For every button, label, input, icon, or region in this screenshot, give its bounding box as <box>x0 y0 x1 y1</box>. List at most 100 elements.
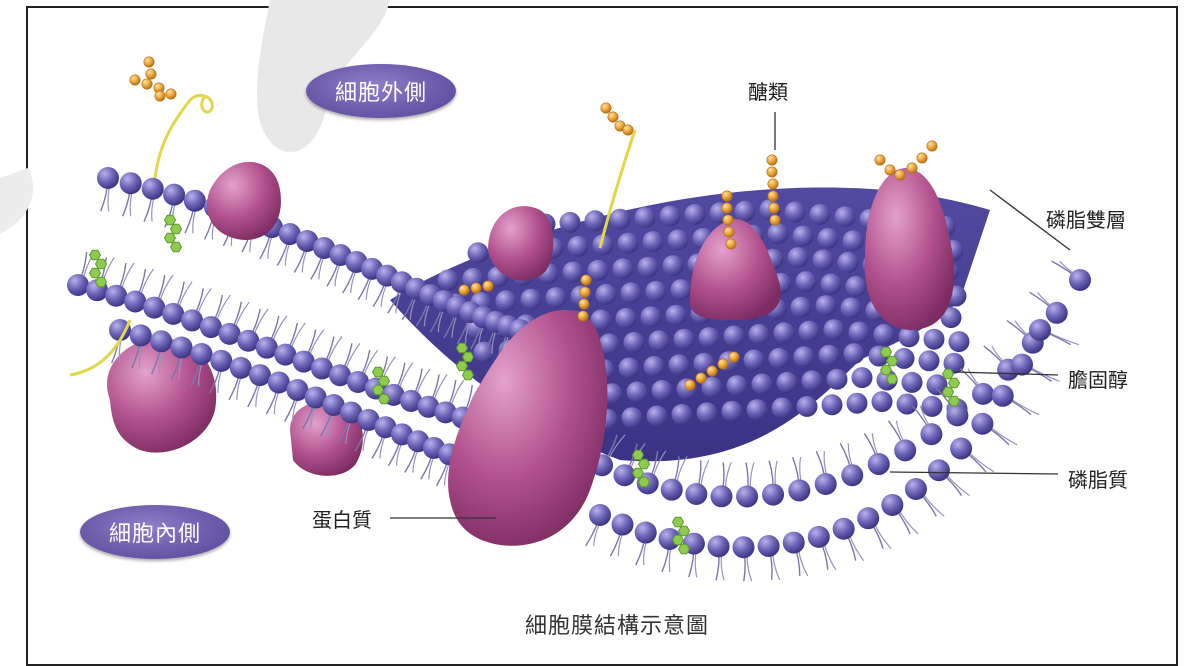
surface-head <box>649 330 670 351</box>
phospholipid-head <box>881 494 903 516</box>
phospholipid-head <box>992 385 1014 407</box>
cholesterol-ring <box>171 224 182 234</box>
surface-head <box>768 223 789 244</box>
sugar-bead <box>768 179 778 189</box>
cholesterol-ring <box>949 396 960 406</box>
surface-head <box>663 255 684 276</box>
surface-head <box>613 258 634 279</box>
cholesterol-ring <box>165 233 176 243</box>
sugar-bead <box>722 191 732 201</box>
phospholipid-head <box>97 167 119 189</box>
surface-head <box>824 319 845 340</box>
cholesterol-ring <box>457 343 468 353</box>
surface-head <box>627 382 648 403</box>
cholesterol-ring <box>673 517 684 527</box>
phospholipid-head <box>249 364 271 386</box>
surface-head <box>802 370 823 391</box>
surface-head <box>874 324 895 345</box>
phospholipid-head <box>758 535 780 557</box>
outside-cell-label: 細胞外側 <box>306 64 456 118</box>
sugar-bead <box>875 155 885 165</box>
phospholipid-head <box>124 291 146 313</box>
surface-head <box>902 372 923 393</box>
phospholipid-head <box>736 486 758 508</box>
cholesterol-ring <box>881 365 892 375</box>
surface-head <box>546 287 567 308</box>
cholesterol-ring <box>633 450 644 460</box>
sugar-label: 醣類 <box>748 76 788 105</box>
sugar-bead <box>623 125 633 135</box>
phospholipid-label: 磷脂質 <box>1068 464 1128 493</box>
surface-head <box>644 356 665 377</box>
phospholipid-head <box>191 343 213 365</box>
phospholipid-head <box>1029 319 1051 341</box>
phospholipid-head <box>1046 302 1068 324</box>
surface-head <box>796 271 817 292</box>
phospholipid-head <box>162 303 184 325</box>
surface-head <box>635 207 656 228</box>
protein-far-right <box>865 168 954 330</box>
phospholipid-head <box>971 413 993 435</box>
sugar-bead <box>578 311 588 321</box>
glycolipid-strand <box>155 95 212 178</box>
surface-head <box>724 326 745 347</box>
sugar-bead <box>142 79 152 89</box>
surface-head <box>468 242 489 263</box>
sugar-bead <box>724 227 734 237</box>
phospholipid-head <box>788 479 810 501</box>
phospholipid-head <box>815 473 837 495</box>
sugar-bead <box>601 103 611 113</box>
surface-head <box>777 372 798 393</box>
phospholipid-head <box>130 324 152 346</box>
phospholipid-head <box>783 532 805 554</box>
surface-head <box>616 308 637 329</box>
cholesterol-ring <box>90 250 101 260</box>
surface-head <box>668 230 689 251</box>
phospholipid-head <box>105 285 127 307</box>
cholesterol-ring <box>639 459 650 469</box>
phospholipid-head <box>841 464 863 486</box>
surface-head <box>749 324 770 345</box>
surface-head <box>697 402 718 423</box>
phospholipid-head <box>661 479 683 501</box>
sugar-bead <box>580 287 590 297</box>
phospholipid-head <box>928 459 950 481</box>
surface-head <box>949 331 970 352</box>
surface-head <box>841 298 862 319</box>
surface-head <box>794 346 815 367</box>
protein-mid <box>488 206 553 280</box>
surface-head <box>847 393 868 414</box>
sugar-bead <box>927 141 937 151</box>
cholesterol-ring <box>373 367 384 377</box>
sugar-bead <box>685 380 695 390</box>
surface-head <box>897 394 918 415</box>
surface-head <box>769 348 790 369</box>
sugar-bead <box>885 165 895 175</box>
surface-head <box>666 305 687 326</box>
phospholipid-head <box>946 404 968 426</box>
cholesterol-ring <box>457 361 468 371</box>
surface-head <box>793 226 814 247</box>
surface-head <box>894 348 915 369</box>
surface-head <box>621 282 642 303</box>
sugar-bead <box>155 91 165 101</box>
surface-head <box>619 358 640 379</box>
surface-head <box>722 401 743 422</box>
surface-head <box>744 350 765 371</box>
surface-head <box>521 289 542 310</box>
phospholipid-head <box>210 350 232 372</box>
cholesterol-ring <box>463 352 474 362</box>
cholesterol-ring <box>887 374 898 384</box>
cholesterol-ring <box>679 544 690 554</box>
phospholipid-head <box>67 274 89 296</box>
surface-head <box>752 374 773 395</box>
inside-cell-label: 細胞內側 <box>80 505 230 559</box>
sugar-bead <box>769 203 779 213</box>
phospholipid-head <box>200 316 222 338</box>
surface-head <box>585 210 606 231</box>
cholesterol-ring <box>90 268 101 278</box>
sugar-bead <box>130 75 140 85</box>
phospholipid-head <box>120 172 142 194</box>
surface-head <box>818 228 839 249</box>
surface-head <box>835 206 856 227</box>
